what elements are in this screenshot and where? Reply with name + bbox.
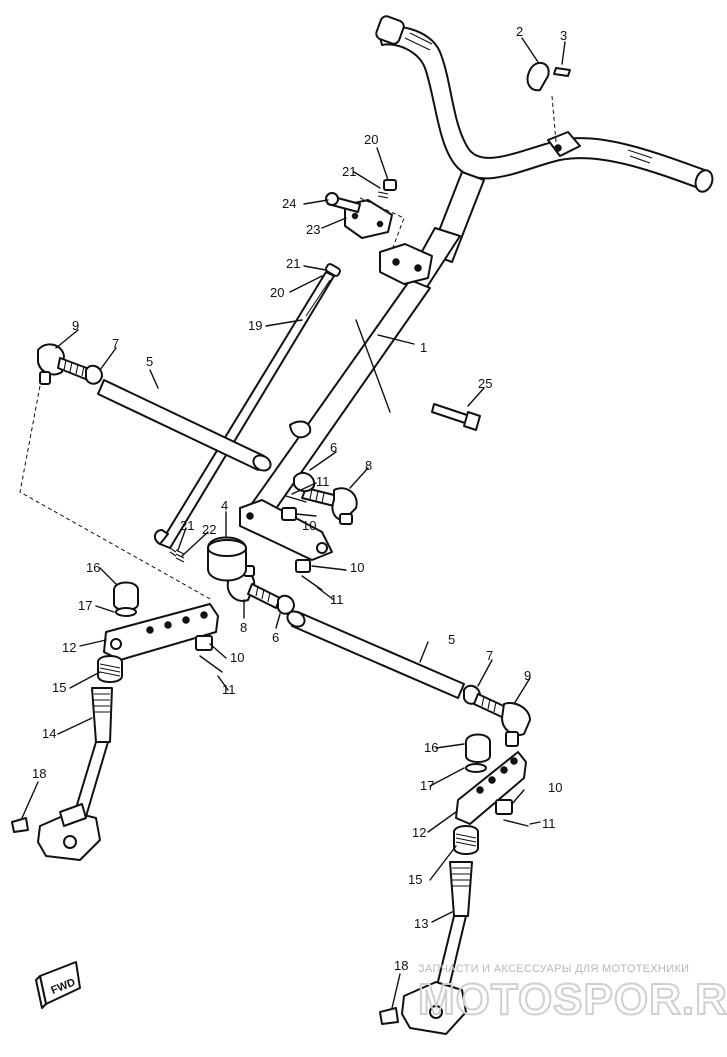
callout-16-left: 16 (86, 560, 100, 575)
fwd-marker: FWD (35, 961, 81, 1009)
callout-5-left: 5 (146, 354, 153, 369)
callout-16-right: 16 (424, 740, 438, 755)
callout-7-right: 7 (486, 648, 493, 663)
callout-6-upper: 6 (330, 440, 337, 455)
callout-15-left: 15 (52, 680, 66, 695)
watermark: ЗАПЧАСТИ И АКСЕССУАРЫ ДЛЯ МОТОТЕХНИКИ MO… (417, 963, 727, 1025)
callout-11-mid: 11 (330, 592, 344, 607)
callout-12-right: 12 (412, 825, 426, 840)
callout-10-left: 10 (230, 650, 244, 665)
callout-13: 13 (414, 916, 428, 931)
callout-14: 14 (42, 726, 56, 741)
watermark-tagline: ЗАПЧАСТИ И АКСЕССУАРЫ ДЛЯ МОТОТЕХНИКИ (418, 963, 689, 975)
callout-8-lower: 8 (240, 620, 247, 635)
callout-10-right: 10 (548, 780, 562, 795)
center-ball-joints (226, 471, 358, 615)
callout-21-upper: 21 (342, 164, 356, 179)
callout-10-upper: 10 (302, 518, 316, 533)
callout-17-left: 17 (78, 598, 92, 613)
callout-4: 4 (221, 498, 228, 513)
callout-24: 24 (282, 196, 296, 211)
callout-20-upper: 20 (364, 132, 378, 147)
bracket-assembly (325, 179, 405, 251)
watermark-brand: MOTOSPOR.RU (418, 975, 727, 1024)
callout-22: 22 (202, 522, 216, 537)
callout-11-right: 11 (542, 816, 556, 831)
callout-9-left: 9 (72, 318, 79, 333)
bolt-25 (431, 403, 481, 431)
callout-17-right: 17 (420, 778, 434, 793)
left-spindle (11, 581, 223, 861)
callout-20-lower: 20 (270, 285, 284, 300)
callout-6-lower: 6 (272, 630, 279, 645)
grip-cover (526, 61, 571, 92)
callout-11-left: 11 (222, 682, 236, 697)
callout-3: 3 (560, 28, 567, 43)
callout-2: 2 (516, 24, 523, 39)
callout-19: 19 (248, 318, 262, 333)
callout-5-right: 5 (448, 632, 455, 647)
callout-11-upper: 11 (316, 474, 330, 489)
callout-9-right: 9 (524, 668, 531, 683)
right-tie-rod (286, 610, 531, 747)
callout-18-right: 18 (394, 958, 408, 973)
callout-10-mid: 10 (350, 560, 364, 575)
callout-23: 23 (306, 222, 320, 237)
callout-25: 25 (478, 376, 492, 391)
callout-18-left: 18 (32, 766, 46, 781)
callout-21-lower: 21 (180, 518, 194, 533)
callout-15-right: 15 (408, 872, 422, 887)
right-spindle (379, 733, 529, 1035)
leader-lines (21, 37, 566, 1009)
callout-numbers: 1 2 3 4 5 5 6 6 7 7 8 8 9 9 10 10 10 10 … (32, 24, 567, 973)
handlebar (375, 15, 714, 193)
callout-12-left: 12 (62, 640, 76, 655)
alignment-lines (19, 95, 557, 601)
collar-spring (169, 536, 247, 582)
callout-1: 1 (420, 340, 427, 355)
left-tie-rod (37, 343, 272, 472)
callout-8-upper: 8 (365, 458, 372, 473)
steering-column (239, 171, 485, 561)
callout-7-left: 7 (112, 336, 119, 351)
callout-21-mid: 21 (286, 256, 300, 271)
